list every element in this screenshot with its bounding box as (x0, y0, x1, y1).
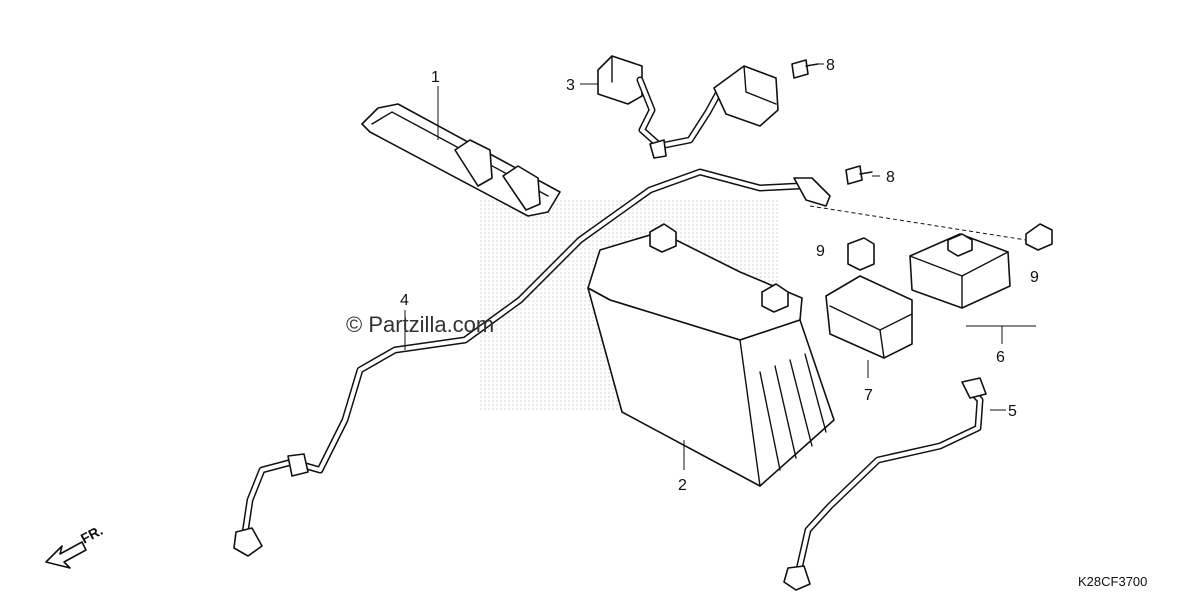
part-5-ground-cable[interactable] (783, 377, 987, 591)
part-3-battery-cable[interactable] (597, 55, 779, 159)
partzilla-watermark: © Partzilla.com (346, 312, 494, 337)
callout-part-7: 7 (864, 387, 873, 404)
callout-part-1: 1 (431, 69, 440, 86)
diagram-code: K28CF3700 (1078, 574, 1147, 589)
callout-part-6: 6 (996, 349, 1005, 366)
part-9-fuse-right[interactable] (1025, 223, 1053, 251)
callout-part-8-top: 8 (826, 57, 835, 74)
part-8-bolt-mid[interactable] (845, 165, 873, 185)
part-9-fuse-left[interactable] (847, 237, 875, 271)
callout-part-2: 2 (678, 477, 687, 494)
part-6-starter-relay[interactable] (909, 233, 1011, 309)
callout-part-8-mid: 8 (886, 169, 895, 186)
part-8-bolt-top[interactable] (791, 59, 819, 79)
connection-dashed-line (809, 205, 1027, 241)
part-7-relay-cover[interactable] (825, 275, 913, 359)
callout-part-9-left: 9 (816, 243, 825, 260)
callout-part-3: 3 (566, 77, 575, 94)
front-direction-arrow: FR. (45, 522, 105, 569)
part-1-battery-band[interactable] (361, 103, 561, 217)
callout-part-4: 4 (400, 292, 409, 309)
callout-part-9-right: 9 (1030, 269, 1039, 286)
part-4-long-battery-cable[interactable] (233, 168, 831, 557)
callout-part-5: 5 (1008, 403, 1017, 420)
callout-leaders (404, 63, 1036, 470)
part-2-battery[interactable] (587, 223, 835, 487)
